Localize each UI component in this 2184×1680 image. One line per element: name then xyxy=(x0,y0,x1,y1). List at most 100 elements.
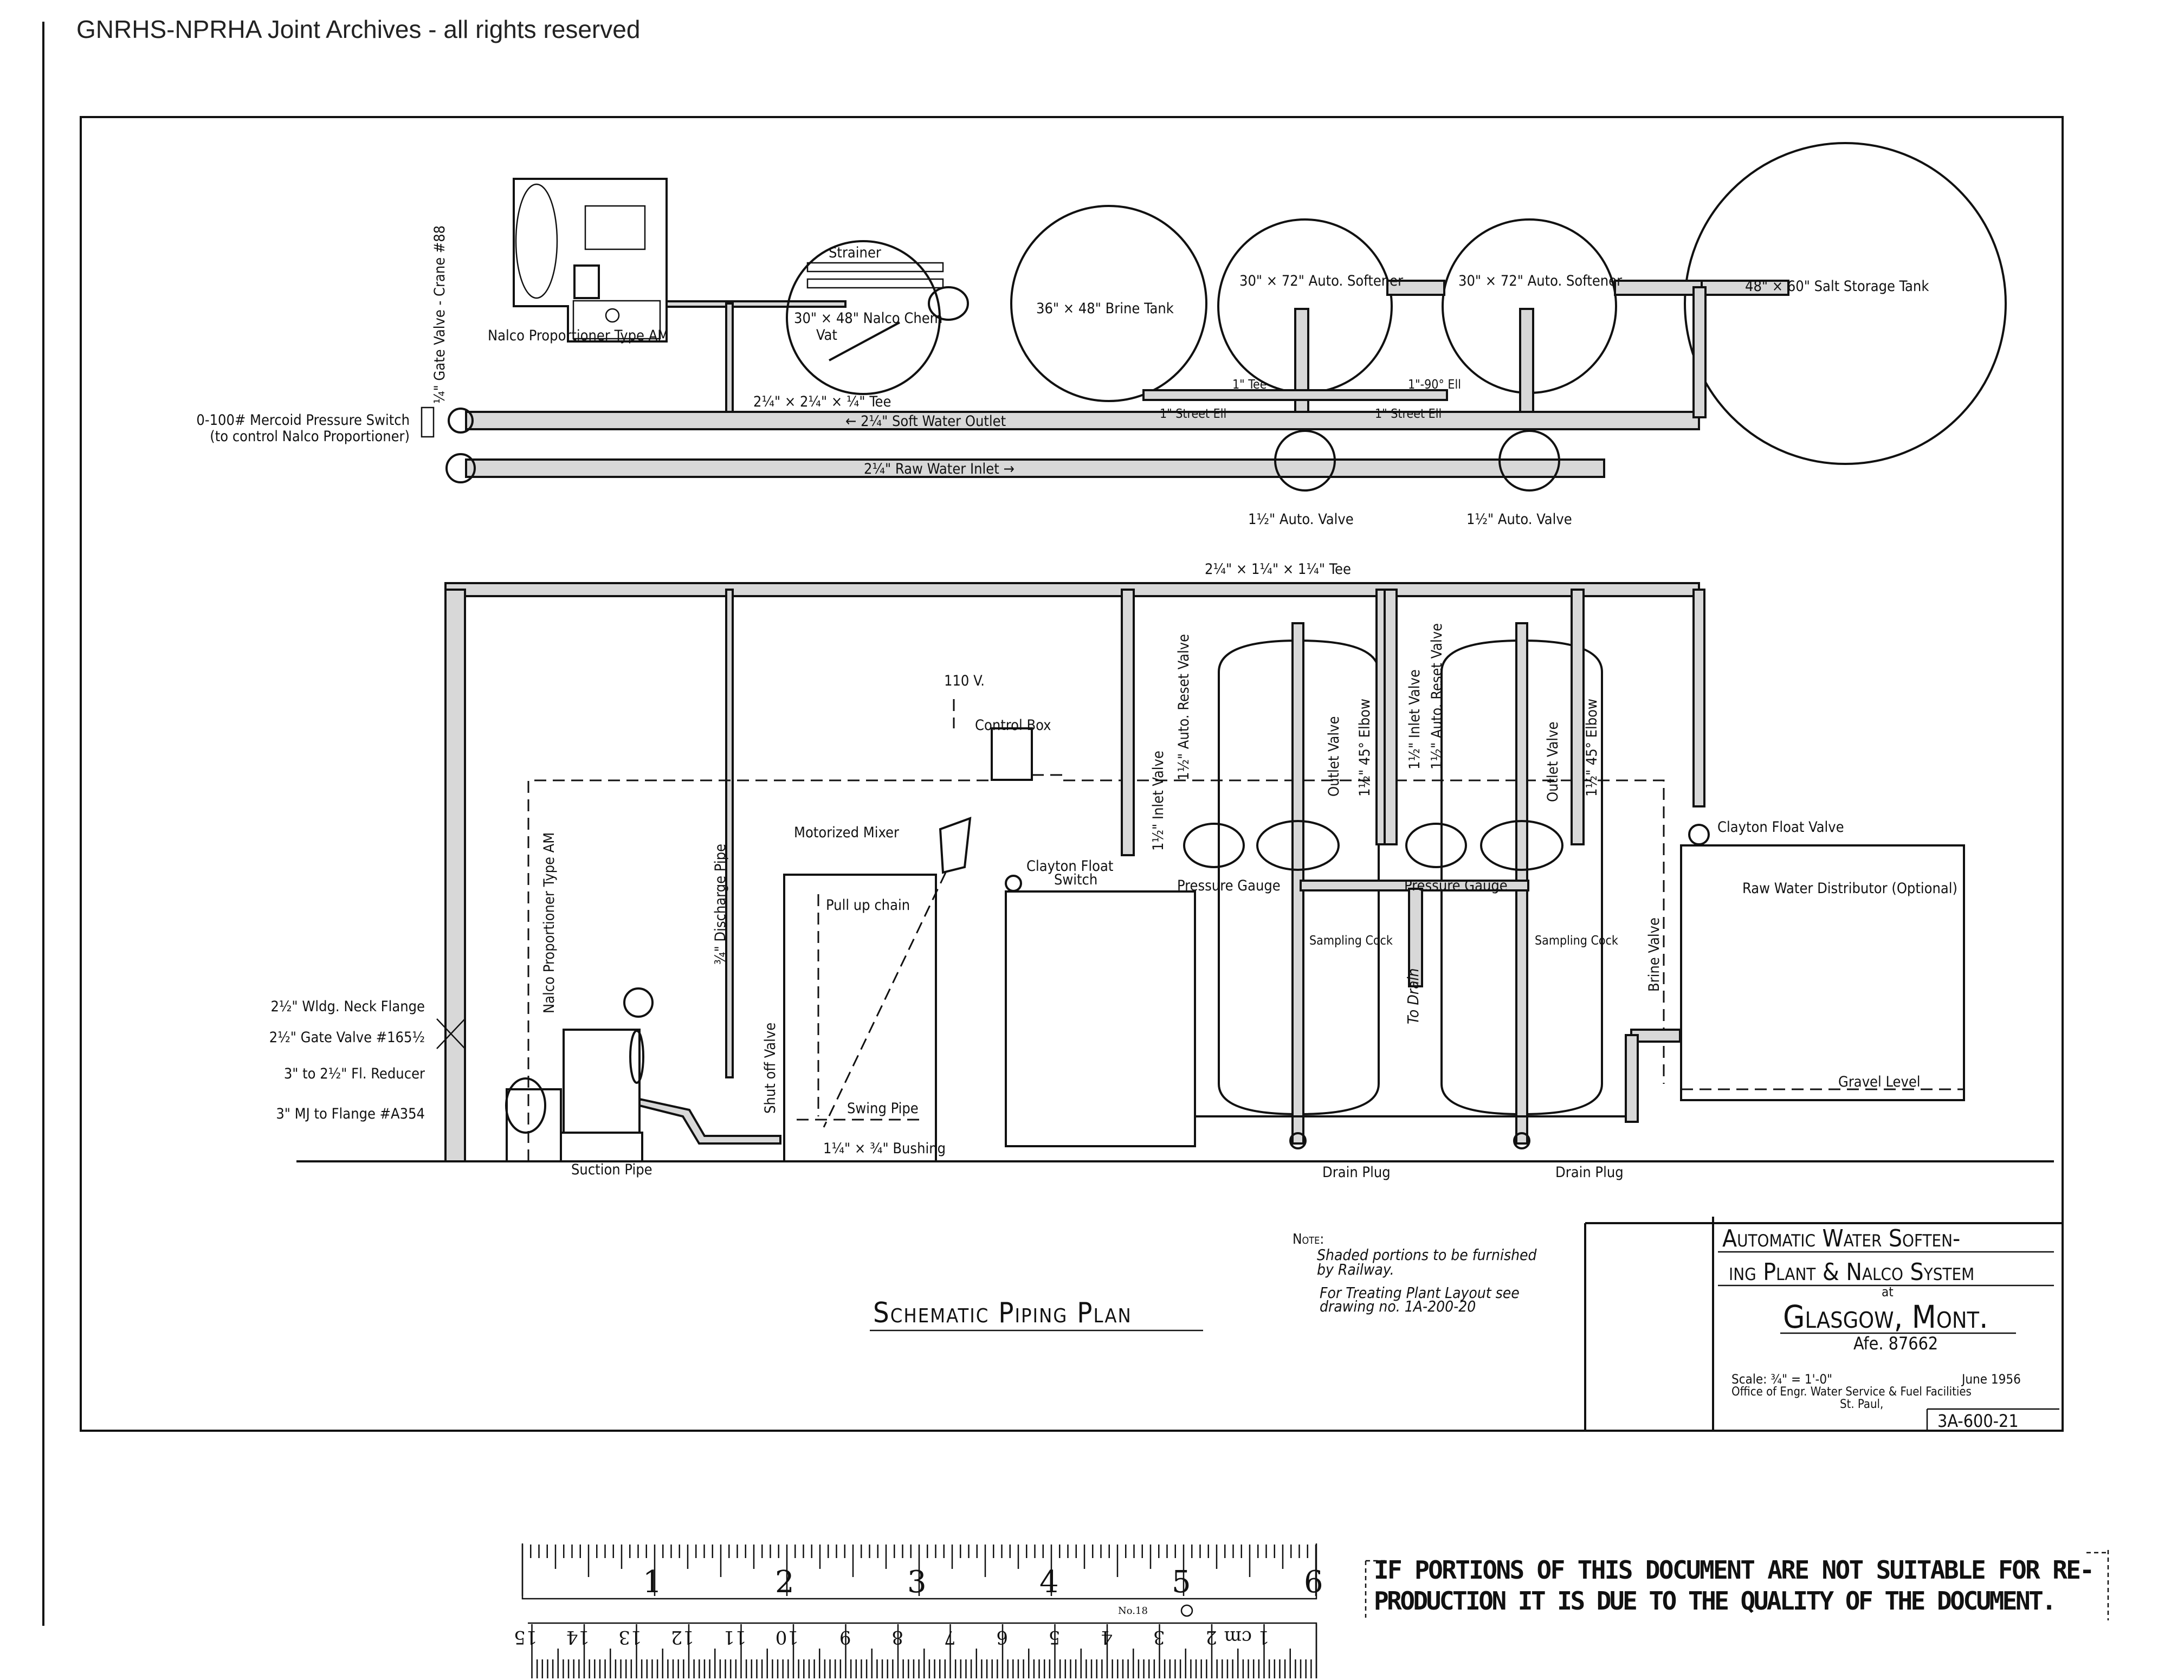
title-date: June 1956 xyxy=(1961,1372,2021,1387)
label-reset-valve-2: 1½" Auto. Reset Valve xyxy=(1429,623,1445,770)
note-heading: Note: xyxy=(1293,1231,1324,1248)
label-proportioner-lower: Nalco Proportioner Type AM xyxy=(541,832,558,1013)
label-chem-vat: 30" × 48" Nalco Chem xyxy=(794,310,942,327)
drawing-border xyxy=(80,116,2064,1432)
label-raw-water-inlet: 2¼" Raw Water Inlet → xyxy=(864,461,1015,477)
label-soft-water-outlet: ← 2¼" Soft Water Outlet xyxy=(845,413,1006,430)
label-control-box: Control Box xyxy=(975,717,1051,734)
ruler-inch-label: 3 xyxy=(907,1565,927,1600)
ruler-inch-label: 1 xyxy=(643,1565,662,1600)
label-float-switch: Clayton Float xyxy=(1026,858,1113,875)
mixer-tank xyxy=(783,874,937,1162)
label-outlet-valve-1: Outlet Valve xyxy=(1326,716,1342,797)
ruler-model: No.18 xyxy=(1118,1605,1148,1617)
ruler-cm-label: 4 xyxy=(1101,1626,1113,1648)
label-discharge-pipe: ¾" Discharge Pipe xyxy=(712,844,729,965)
label-inlet-valve-1: 1½" Inlet Valve xyxy=(1150,751,1167,851)
ruler-cm-label: 6 xyxy=(996,1626,1008,1648)
tanks-plan xyxy=(1010,142,2007,492)
label-street-ell-1: 1" Street Ell xyxy=(1160,407,1226,421)
label-pressure-switch-note: (to control Nalco Proportioner) xyxy=(210,428,410,445)
disclaimer-line-1: IF PORTIONS OF THIS DOCUMENT ARE NOT SUI… xyxy=(1374,1555,2095,1585)
disclaimer-box: IF PORTIONS OF THIS DOCUMENT ARE NOT SUI… xyxy=(1365,1550,2109,1620)
soft-water-outlet-pipe xyxy=(465,411,1700,430)
label-tee-top: 2¼" × 2¼" × ¼" Tee xyxy=(753,393,891,410)
label-float-valve: Clayton Float Valve xyxy=(1717,819,1844,836)
ruler-cm-label: 11 xyxy=(723,1626,746,1648)
title-at: at xyxy=(1882,1284,1894,1300)
riser-pipe xyxy=(444,589,466,1162)
label-one-tee: 1" Tee xyxy=(1232,378,1267,392)
ruler-cm-label: 3 xyxy=(1153,1626,1165,1648)
note-line-2: by Railway. xyxy=(1317,1261,1394,1278)
raw-water-distributor xyxy=(1680,844,1965,1101)
label-outlet-valve-2: Outlet Valve xyxy=(1545,722,1561,802)
note-line-4: drawing no. 1A-200-20 xyxy=(1320,1297,1476,1315)
note-block: Note: Shaded portions to be furnished by… xyxy=(1293,1231,1537,1315)
ruler-cm-label: 5 xyxy=(1049,1626,1061,1648)
control-box xyxy=(991,727,1033,781)
disclaimer-line-2: PRODUCTION IT IS DUE TO THE QUALITY OF T… xyxy=(1374,1586,2057,1616)
label-to-drain: To Drain xyxy=(1404,968,1422,1024)
label-brine-valve: Brine Valve xyxy=(1646,917,1663,992)
chem-vat xyxy=(786,240,969,395)
label-voltage: 110 V. xyxy=(944,673,985,689)
plan-title: Schematic Piping Plan xyxy=(873,1297,1132,1329)
note-line-1: Shaded portions to be furnished xyxy=(1317,1246,1537,1264)
ruler-cm-label: 1 cm xyxy=(1224,1626,1270,1648)
ruler-cm-label: 10 xyxy=(776,1626,799,1648)
label-pressure-gauge-1: Pressure Gauge xyxy=(1177,877,1281,894)
label-tee-lower: 2¼" × 1¼" × 1¼" Tee xyxy=(1205,561,1351,578)
ruler-cm-label: 14 xyxy=(566,1626,590,1648)
label-pull-chain: Pull up chain xyxy=(826,897,910,914)
label-gate-valve-top: ¼" Gate Valve - Crane #88 xyxy=(431,225,448,404)
ruler-cm-label: 2 xyxy=(1205,1626,1217,1648)
ruler-inch-label: 6 xyxy=(1304,1565,1323,1600)
label-ell-90: 1"-90° Ell xyxy=(1408,378,1461,392)
label-salt-tank: 48" × 60" Salt Storage Tank xyxy=(1745,278,1929,295)
title-scale: Scale: ¾" = 1'-0" xyxy=(1731,1372,1832,1387)
label-gate-valve-lower: 2½" Gate Valve #165½ xyxy=(269,1029,425,1046)
label-bushing: 1¼" × ¾" Bushing xyxy=(823,1140,946,1157)
watermark: GNRHS-NPRHA Joint Archives - all rights … xyxy=(76,15,640,43)
nalco-proportioner-pump xyxy=(505,987,781,1162)
label-gravel-level: Gravel Level xyxy=(1838,1074,1921,1090)
label-reset-valve-1: 1½" Auto. Reset Valve xyxy=(1175,634,1192,780)
label-sampling-cock-2: Sampling Cock xyxy=(1535,934,1618,948)
ruler-cm-label: 8 xyxy=(891,1626,903,1648)
label-auto-valve-1: 1½" Auto. Valve xyxy=(1248,511,1354,528)
title-city: St. Paul, xyxy=(1840,1398,1883,1411)
ruler-inch-label: 5 xyxy=(1172,1565,1191,1600)
label-distributor: Raw Water Distributor (Optional) xyxy=(1742,880,1957,897)
title-location: Glasgow, Mont. xyxy=(1783,1298,1988,1335)
label-strainer: Strainer xyxy=(829,244,881,261)
nalco-proportioner-top xyxy=(513,178,668,343)
label-auto-valve-2: 1½" Auto. Valve xyxy=(1466,511,1572,528)
label-inlet-valve-2: 1½" Inlet Valve xyxy=(1406,669,1423,770)
label-reducer: 3" to 2½" Fl. Reducer xyxy=(284,1065,425,1082)
header-pipe xyxy=(444,582,1700,597)
label-flange: 2½" Wldg. Neck Flange xyxy=(270,998,425,1015)
label-proportioner-top: Nalco Proportioner Type AM xyxy=(488,327,669,344)
softener-tanks-elevation xyxy=(1121,589,1631,1149)
title-line-2: ing Plant & Nalco System xyxy=(1729,1258,1974,1286)
label-pressure-switch: 0-100# Mercoid Pressure Switch xyxy=(196,412,410,429)
label-elbow-2: 1½" 45° Elbow xyxy=(1584,699,1600,797)
label-elbow-1: 1½" 45° Elbow xyxy=(1356,699,1373,797)
title-line-1: Automatic Water Soften- xyxy=(1722,1225,1960,1252)
label-brine-tank: 36" × 48" Brine Tank xyxy=(1036,300,1174,317)
label-shutoff-valve: Shut off Valve xyxy=(762,1023,779,1114)
label-sampling-cock-1: Sampling Cock xyxy=(1309,934,1393,948)
float-switch-tank xyxy=(1005,890,1196,1147)
label-softener-1: 30" × 72" Auto. Softener xyxy=(1239,273,1403,289)
ruler-cm-label: 9 xyxy=(839,1626,851,1648)
label-chem-vat-2: Vat xyxy=(816,327,837,344)
ruler-cm-label: 13 xyxy=(618,1626,642,1648)
label-swing-pipe: Swing Pipe xyxy=(847,1100,919,1117)
ruler-cm-label: 15 xyxy=(514,1626,537,1648)
drawing-number: 3A-600-21 xyxy=(1937,1411,2019,1431)
label-float-switch-2: Switch xyxy=(1054,871,1097,888)
label-drain-plug-2: Drain Plug xyxy=(1555,1164,1624,1181)
